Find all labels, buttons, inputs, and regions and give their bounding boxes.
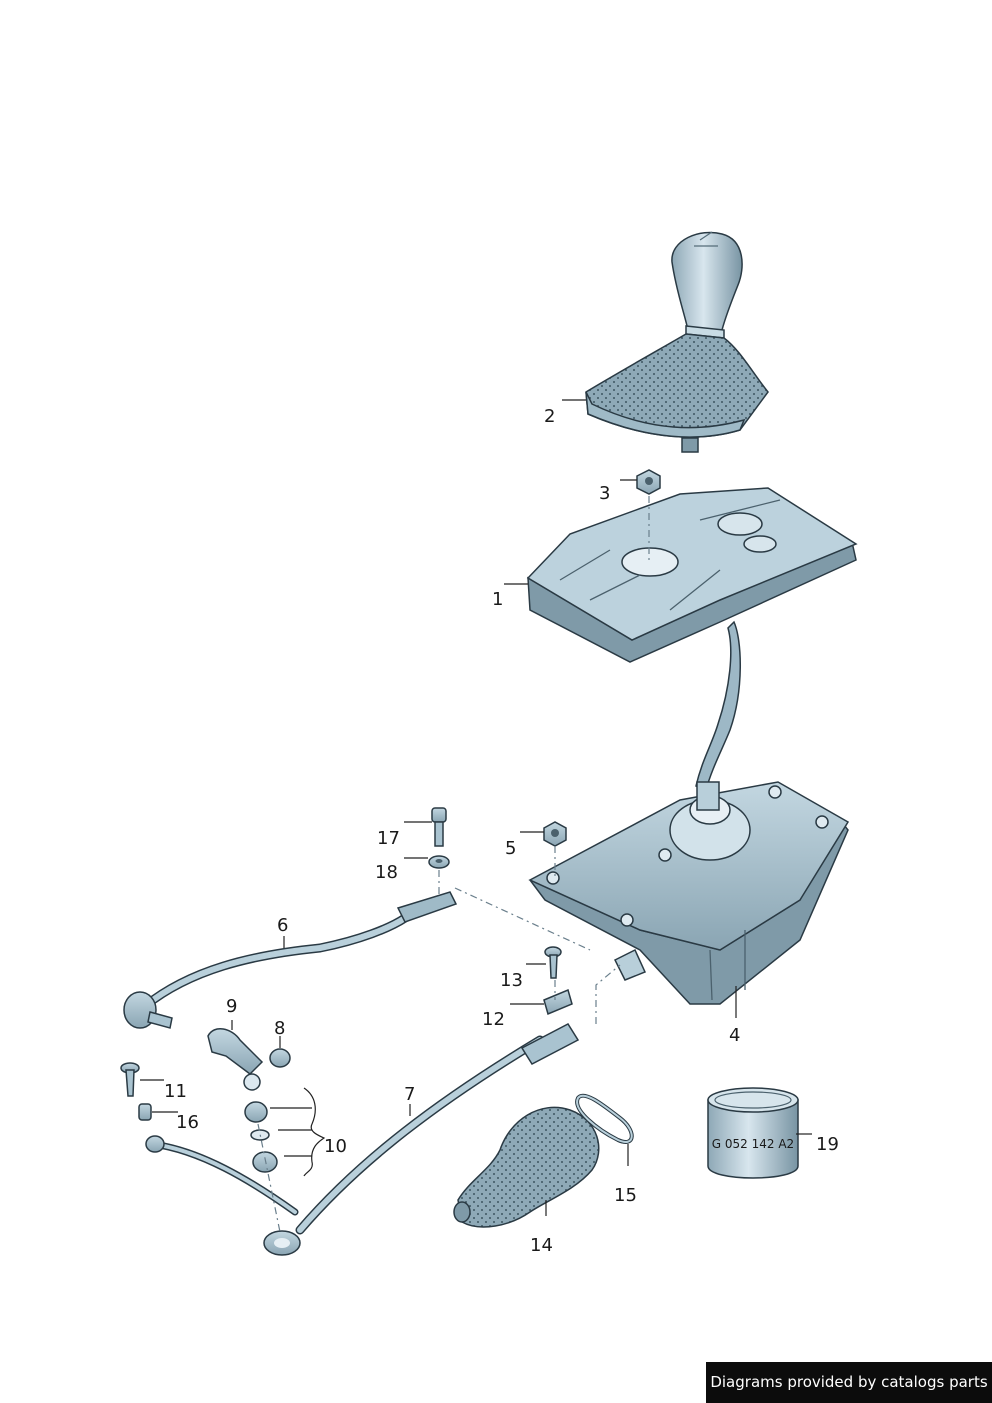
- callout-15: 15: [614, 1185, 637, 1206]
- grease-tin-19: G 052 142 A2: [707, 1087, 799, 1179]
- callout-6: 6: [277, 915, 288, 936]
- rubber-boot-14: [453, 1106, 600, 1228]
- callout-4: 4: [729, 1025, 740, 1046]
- callout-labels: 1 2 3 4 5 6 7 8 9 10 11 12 13 14 15 16 1…: [164, 406, 839, 1256]
- callout-13: 13: [500, 970, 523, 991]
- callout-18: 18: [375, 862, 398, 883]
- bolt-13: [544, 946, 562, 979]
- link-rod-16: [138, 1103, 299, 1216]
- callout-3: 3: [599, 483, 610, 504]
- screw-11: [120, 1062, 140, 1097]
- callout-8: 8: [274, 1018, 285, 1039]
- callout-12: 12: [482, 1009, 505, 1030]
- selector-rod-6: [123, 891, 458, 1029]
- part19-label: G 052 142 A2: [712, 1137, 794, 1151]
- bolt-17: [431, 807, 447, 847]
- gear-knob-with-boot: [585, 231, 769, 453]
- selector-mounting-plate: [526, 487, 858, 663]
- callout-9: 9: [226, 996, 237, 1017]
- shift-lever-housing: [528, 620, 850, 1005]
- cap-8: [269, 1048, 291, 1068]
- callout-14: 14: [530, 1235, 553, 1256]
- callout-17: 17: [377, 828, 400, 849]
- selector-rod-7: [263, 1023, 580, 1256]
- hex-nut-5: [543, 821, 567, 847]
- hex-nut-3: [636, 469, 661, 495]
- callout-5: 5: [505, 838, 516, 859]
- callout-19: 19: [816, 1134, 839, 1155]
- leader-lines: [140, 399, 812, 1216]
- clip-12: [543, 988, 573, 1016]
- retaining-ring-15: [575, 1093, 634, 1144]
- callout-10: 10: [324, 1136, 347, 1157]
- credit-banner: Diagrams provided by catalogs parts: [706, 1362, 992, 1403]
- callout-7: 7: [404, 1084, 415, 1105]
- callout-2: 2: [544, 406, 555, 427]
- exploded-parts-diagram: G 052 142 A2 1 2 3: [120, 231, 858, 1256]
- callout-11: 11: [164, 1081, 187, 1102]
- assembly-lines: [257, 496, 650, 1233]
- ball-bracket-9: [207, 1028, 264, 1091]
- bush-set-10: [244, 1101, 278, 1173]
- callout-16: 16: [176, 1112, 199, 1133]
- callout-1: 1: [492, 589, 503, 610]
- washer-18: [428, 855, 450, 869]
